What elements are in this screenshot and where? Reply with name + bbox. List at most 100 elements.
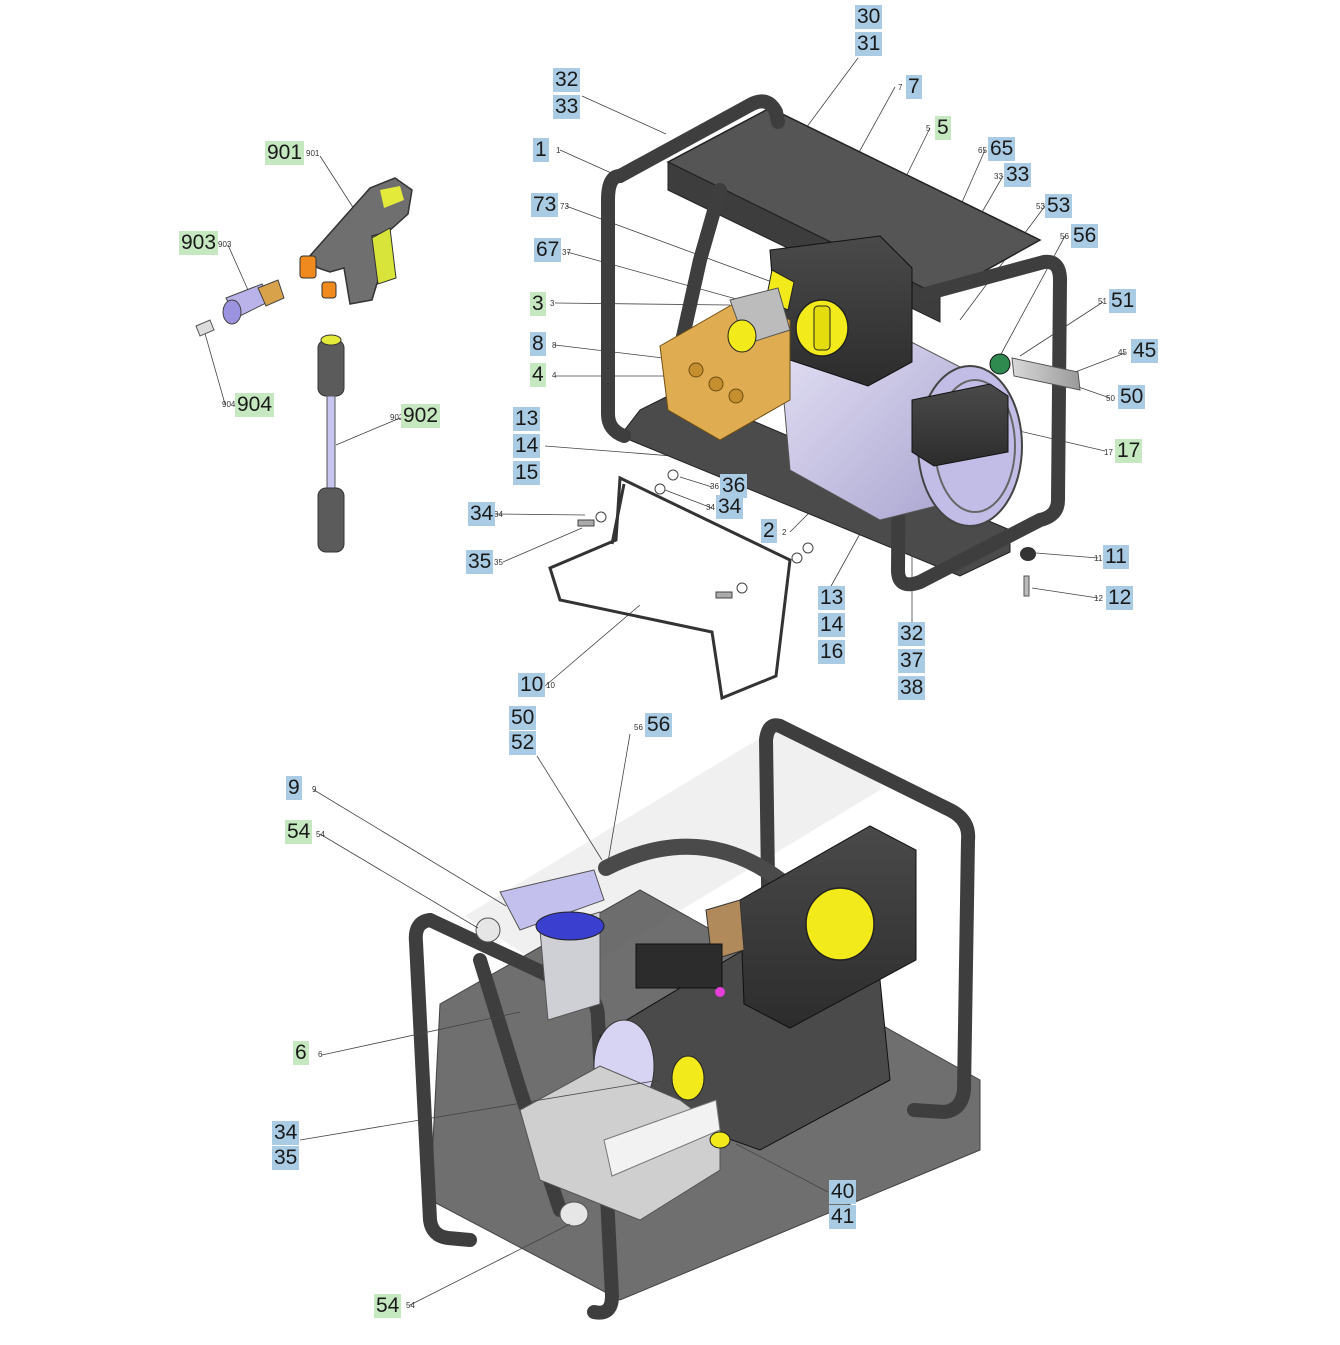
callout-9[interactable]: 9 (286, 776, 302, 800)
ref-number: 2 (782, 528, 787, 537)
callout-3[interactable]: 3 (530, 292, 546, 316)
trigger-gun (299, 177, 413, 305)
ref-number: 901 (306, 149, 320, 158)
callout-17[interactable]: 17 (1115, 439, 1143, 463)
ref-number: 37 (562, 248, 571, 257)
ref-number: 4 (552, 371, 557, 380)
callout-2[interactable]: 2 (761, 519, 777, 543)
callout-32b[interactable]: 32 (898, 622, 926, 646)
callout-13[interactable]: 13 (513, 407, 541, 431)
callout-8[interactable]: 8 (530, 332, 546, 356)
callout-65[interactable]: 65 (988, 137, 1016, 161)
callout-54[interactable]: 54 (285, 820, 313, 844)
callout-67[interactable]: 67 (534, 238, 562, 262)
callout-37[interactable]: 37 (898, 649, 926, 673)
ref-number: 8 (552, 341, 557, 350)
outlet-fitting (989, 353, 1081, 391)
ref-number: 65 (978, 146, 987, 155)
callout-34c[interactable]: 34 (272, 1121, 300, 1145)
wall-bracket (548, 475, 792, 701)
reference-numbers: 1 73 37 3 8 4 7 5 65 33 53 56 51 45 50 1… (218, 83, 1127, 1310)
ref-number: 50 (1106, 394, 1115, 403)
callout-901[interactable]: 901 (265, 141, 305, 165)
ref-number: 56 (634, 723, 643, 732)
callout-40[interactable]: 40 (829, 1180, 857, 1204)
ref-number: 12 (1094, 594, 1103, 603)
callout-13b[interactable]: 13 (818, 586, 846, 610)
nozzle-coupling (222, 279, 285, 325)
electrical-box (911, 383, 1009, 467)
ref-number: 11 (1094, 554, 1103, 563)
callout-54b[interactable]: 54 (374, 1294, 402, 1318)
callout-41[interactable]: 41 (829, 1205, 857, 1229)
ref-number: 53 (1036, 202, 1045, 211)
ref-number: 54 (406, 1301, 415, 1310)
callout-12[interactable]: 12 (1106, 586, 1134, 610)
ref-number: 45 (1118, 348, 1127, 357)
callout-15[interactable]: 15 (513, 461, 541, 485)
ref-number: 903 (218, 240, 232, 249)
ref-number: 73 (560, 202, 569, 211)
callout-33[interactable]: 33 (553, 95, 581, 119)
spray-lance (317, 334, 345, 553)
callout-16[interactable]: 16 (818, 640, 846, 664)
water-filter (475, 869, 605, 1021)
ref-number: 1 (556, 146, 561, 155)
ref-number: 904 (222, 400, 236, 409)
callout-36[interactable]: 36 (720, 474, 748, 498)
callout-32[interactable]: 32 (553, 68, 581, 92)
ref-number: 902 (390, 413, 404, 422)
callout-53[interactable]: 53 (1045, 194, 1073, 218)
callout-38[interactable]: 38 (898, 676, 926, 700)
bottom-pump (519, 1055, 731, 1227)
callout-45[interactable]: 45 (1131, 339, 1159, 363)
callout-7[interactable]: 7 (906, 75, 922, 99)
callout-51[interactable]: 51 (1109, 289, 1137, 313)
callout-904[interactable]: 904 (235, 393, 275, 417)
ref-number: 36 (710, 482, 719, 491)
callout-1[interactable]: 1 (533, 138, 549, 162)
callout-14[interactable]: 14 (513, 434, 541, 458)
nozzle-tip (195, 319, 215, 337)
control-box (765, 235, 913, 387)
callout-31[interactable]: 31 (855, 32, 883, 56)
ref-number: 3 (550, 299, 555, 308)
callout-14b[interactable]: 14 (818, 613, 846, 637)
callout-4[interactable]: 4 (530, 363, 546, 387)
callout-6[interactable]: 6 (293, 1041, 309, 1065)
ref-number: 51 (1098, 297, 1107, 306)
callout-56[interactable]: 56 (1071, 224, 1099, 248)
callout-34[interactable]: 34 (716, 495, 744, 519)
ref-number: 54 (316, 830, 325, 839)
ref-number: 35 (494, 558, 503, 567)
callout-902[interactable]: 902 (401, 404, 441, 428)
ref-number: 7 (898, 83, 903, 92)
inlet-hose (598, 838, 788, 888)
callout-56b[interactable]: 56 (645, 713, 673, 737)
ref-number: 10 (546, 681, 555, 690)
callout-35[interactable]: 35 (466, 550, 494, 574)
callout-903[interactable]: 903 (179, 231, 219, 255)
callout-30[interactable]: 30 (855, 5, 883, 29)
ref-number: 9 (312, 785, 317, 794)
callout-11[interactable]: 11 (1103, 545, 1129, 569)
ref-number: 33 (994, 172, 1003, 181)
small-parts (577, 469, 1036, 599)
ref-number: 6 (318, 1050, 323, 1059)
callout-50b[interactable]: 50 (509, 706, 537, 730)
ref-number: 17 (1104, 448, 1113, 457)
bottom-control-box (635, 825, 917, 1029)
ref-number: 56 (1060, 232, 1069, 241)
callout-34b[interactable]: 34 (468, 502, 496, 526)
callout-52[interactable]: 52 (509, 731, 537, 755)
ref-number: 5 (926, 124, 931, 133)
ref-number: 34 (706, 503, 715, 512)
callout-10[interactable]: 10 (518, 673, 546, 697)
callout-33b[interactable]: 33 (1004, 163, 1032, 187)
callout-35b[interactable]: 35 (272, 1146, 300, 1170)
callout-5[interactable]: 5 (935, 116, 951, 140)
callout-50[interactable]: 50 (1118, 385, 1146, 409)
callout-73[interactable]: 73 (531, 193, 559, 217)
